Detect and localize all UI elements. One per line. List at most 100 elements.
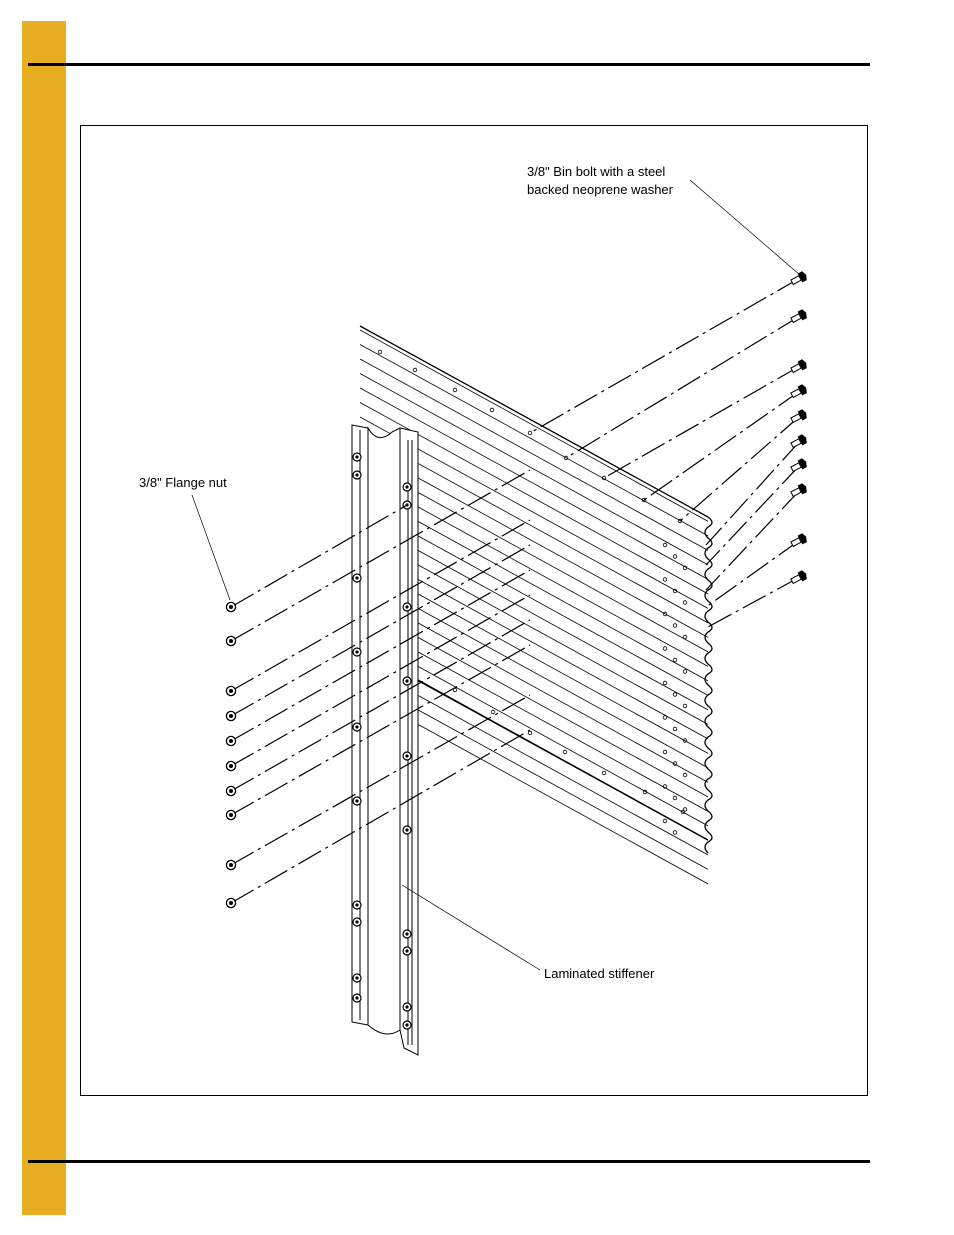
bolt-head (797, 483, 807, 495)
stiffener-bolt-center (405, 679, 409, 683)
corrugation-line (417, 550, 709, 711)
bin-bolt-icon (790, 533, 807, 548)
bolt-alignment-line (565, 315, 801, 459)
stiffener-bolt-center (355, 920, 359, 924)
corrugation-line (417, 521, 709, 682)
flange-nut-icon (225, 635, 237, 647)
corrugation-line (417, 477, 709, 638)
bolt-head (797, 271, 807, 283)
corrugation-line (417, 506, 709, 667)
bolt-alignment-line (603, 365, 801, 479)
bolt-alignment-line (705, 489, 801, 591)
flange-nut-icon (225, 710, 237, 722)
corrugation-line (359, 358, 709, 551)
sheet-hole (682, 703, 688, 709)
stiffener-bolt-center (355, 455, 359, 459)
bin-bolt-icon (790, 409, 807, 424)
sheet-hole (682, 738, 688, 743)
sheet-hole (662, 680, 668, 686)
bolt-alignment-line (679, 415, 801, 522)
sheet-top-edge (359, 325, 709, 518)
sheet-hole (662, 646, 668, 651)
corrugation-line (417, 709, 709, 870)
bolt-head (797, 384, 807, 396)
stiffener-bolt-center (355, 725, 359, 729)
nut-alignment-line (230, 519, 531, 692)
stiffener-bolt-center (405, 828, 409, 832)
sheet-hole (672, 830, 678, 835)
sheet-hole (642, 789, 648, 795)
sheet-hole (563, 455, 569, 461)
corrugation-line (359, 387, 709, 580)
sheet-hole (601, 475, 607, 481)
bin-bolt-callout: 3/8" Bin bolt with a steel backed neopre… (527, 163, 673, 199)
stiffener-leader-line (401, 884, 541, 971)
sheet-hole (527, 430, 533, 436)
stiffener-bolt-center (355, 473, 359, 477)
corrugation-line (417, 564, 709, 725)
sheet-hole (672, 588, 678, 594)
bolt-alignment-line (705, 539, 801, 608)
stiffener-bolt-center (355, 976, 359, 980)
flange-nut-icon (225, 735, 237, 747)
corrugation-line (417, 593, 709, 754)
bolt-alignment-line (705, 464, 801, 566)
footer-rule (28, 1160, 870, 1163)
stiffener-bolt-center (355, 903, 359, 907)
corrugation-line (417, 651, 709, 812)
accent-side-bar (22, 21, 66, 1215)
bin-bolts (790, 271, 807, 585)
flange-nut-icon (225, 785, 237, 797)
bolt-alignment-line (705, 576, 801, 629)
corrugation-line (417, 535, 709, 696)
flange-nut-icon (225, 685, 237, 697)
flange-nut-callout: 3/8" Flange nut (139, 475, 227, 490)
nut-alignment-line (230, 469, 531, 642)
bolt-head (797, 570, 807, 582)
sheet-hole (562, 749, 568, 755)
sheet-hole (682, 565, 688, 571)
flange-nut-icon (225, 897, 237, 909)
nut-bore (229, 789, 233, 793)
nut-bore (229, 739, 233, 743)
nut-bore (229, 714, 233, 718)
sheet-bottom-edge (417, 679, 709, 841)
bin-bolt-callout-line1: 3/8" Bin bolt with a steel (527, 164, 666, 179)
stiffener-bolt-center (405, 605, 409, 609)
sheet-hole (680, 809, 686, 815)
stiffener-bolt-center (405, 485, 409, 489)
corrugation-line (417, 695, 709, 856)
sheet-hole (662, 577, 668, 582)
stiffener-callout: Laminated stiffener (544, 966, 655, 981)
nut-alignment-line (230, 594, 531, 767)
flange-nut-icon (225, 809, 237, 821)
nut-alignment-line (230, 569, 531, 742)
sheet-hole (672, 795, 678, 801)
sheet-hole (662, 715, 668, 720)
stiffener-bolt-center (355, 799, 359, 803)
corrugation-line (417, 492, 709, 653)
nut-alignment-line (230, 504, 408, 608)
bolt-head (797, 309, 807, 321)
bolt-leader-line (689, 179, 801, 276)
sheet-hole (672, 761, 678, 766)
nut-alignment-line (230, 644, 531, 816)
bolt-alignment-line (529, 277, 801, 434)
corrugation-line (417, 608, 709, 769)
flange-nut-icon (225, 859, 237, 871)
stiffener-bolt-center (355, 996, 359, 1000)
stiffener-bolt-center (405, 932, 409, 936)
corrugation-line (359, 344, 709, 537)
sheet-hole (527, 730, 533, 736)
bin-bolt-icon (790, 271, 807, 286)
sheet-hole (682, 772, 688, 778)
corrugation-line (417, 666, 709, 827)
stiffener-bolt-center (355, 576, 359, 580)
bin-bolt-icon (790, 309, 807, 324)
corrugation-line (359, 373, 709, 566)
corrugation-line (417, 622, 709, 783)
nut-alignment-line (230, 694, 531, 866)
bin-bolt-icon (790, 434, 807, 449)
nut-bore (229, 605, 233, 609)
